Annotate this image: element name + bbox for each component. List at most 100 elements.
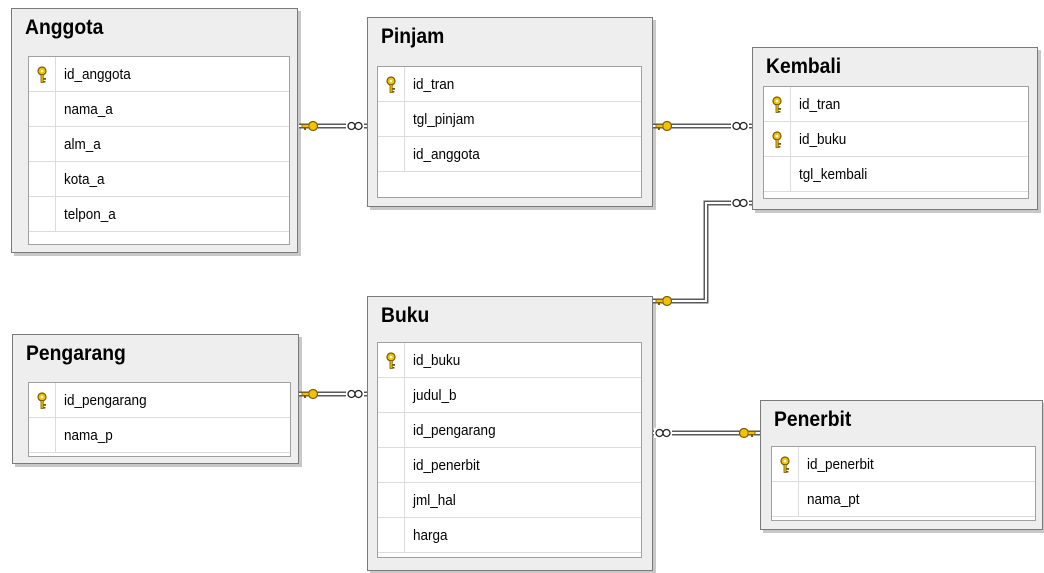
one-end-key-icon [655,295,673,307]
row-selector[interactable] [29,383,56,417]
relationship-line[interactable] [653,120,752,132]
row-selector[interactable] [378,102,405,136]
table-pengarang[interactable]: Pengarang id_pengarang nama_p [12,334,299,464]
column-row[interactable]: nama_pt [772,482,1035,517]
column-grid: id_tran tgl_pinjam id_anggota [377,66,642,198]
table-title: Kembali [766,55,842,78]
table-title: Buku [381,304,430,327]
column-grid: id_tran id_buku tgl_kembali [763,86,1029,199]
key-icon [780,456,790,473]
column-grid: id_pengarang nama_p [28,382,291,457]
key-icon [386,352,396,369]
one-end-key-icon [738,427,756,439]
column-row[interactable]: telpon_a [29,197,289,232]
many-end-infinity-icon [731,121,749,131]
one-end-key-icon [655,120,673,132]
table-buku[interactable]: Buku id_buku judul_b id_pengarang id_penerb… [367,296,653,571]
column-grid: id_penerbit nama_pt [771,446,1036,521]
column-name: nama_pt [807,491,860,508]
row-selector[interactable] [378,67,405,101]
column-row[interactable]: kota_a [29,162,289,197]
one-end-key-icon [301,388,319,400]
many-end-infinity-icon [346,121,364,131]
column-name: kota_a [64,171,105,188]
column-name: judul_b [413,387,457,404]
row-selector[interactable] [764,157,791,191]
column-row[interactable]: alm_a [29,127,289,162]
column-name: id_penerbit [413,457,480,474]
column-name: id_anggota [64,66,131,83]
table-pinjam[interactable]: Pinjam id_tran tgl_pinjam id_anggota [367,17,653,207]
one-end-key-icon [301,120,319,132]
column-name: id_anggota [413,146,480,163]
column-name: nama_p [64,427,113,444]
column-row[interactable]: harga [378,518,641,553]
column-row[interactable]: tgl_pinjam [378,102,641,137]
column-grid: id_anggota nama_a alm_a kota_a telpon_a [28,56,290,245]
column-name: id_buku [413,352,461,369]
key-icon [772,131,782,148]
many-end-infinity-icon [654,428,672,438]
relationship-line[interactable] [653,427,760,439]
column-row[interactable]: jml_hal [378,483,641,518]
row-selector[interactable] [29,57,56,91]
column-row[interactable]: id_buku [764,122,1028,157]
row-selector[interactable] [772,482,799,516]
row-selector[interactable] [772,447,799,481]
column-row[interactable]: judul_b [378,378,641,413]
table-title: Penerbit [774,408,852,431]
relationship-line[interactable] [653,198,752,307]
column-row[interactable]: id_pengarang [29,383,290,418]
table-title: Pinjam [381,25,445,48]
row-selector[interactable] [764,122,791,156]
row-selector[interactable] [29,127,56,161]
key-icon [386,76,396,93]
row-selector[interactable] [378,413,405,447]
row-selector[interactable] [764,87,791,121]
row-selector[interactable] [29,92,56,126]
column-name: id_pengarang [64,392,147,409]
relationship-line[interactable] [299,120,367,132]
row-selector[interactable] [378,378,405,412]
column-name: nama_a [64,101,113,118]
row-selector[interactable] [378,343,405,377]
column-row[interactable]: tgl_kembali [764,157,1028,192]
column-row[interactable]: id_buku [378,343,641,378]
column-row[interactable]: id_tran [764,87,1028,122]
column-name: id_tran [413,76,455,93]
table-kembali[interactable]: Kembali id_tran id_buku tgl_kembali [752,47,1038,210]
table-penerbit[interactable]: Penerbit id_penerbit nama_pt [760,400,1043,530]
column-name: alm_a [64,136,101,153]
row-selector[interactable] [29,197,56,231]
many-end-infinity-icon [731,198,749,208]
key-icon [37,66,47,83]
column-name: telpon_a [64,206,116,223]
column-row[interactable]: id_tran [378,67,641,102]
column-name: id_pengarang [413,422,496,439]
relationship-line[interactable] [299,388,367,400]
column-name: tgl_kembali [799,166,868,183]
table-title: Pengarang [26,342,126,365]
column-row[interactable]: id_anggota [29,57,289,92]
column-name: id_buku [799,131,847,148]
row-selector[interactable] [29,418,56,452]
row-selector[interactable] [378,448,405,482]
row-selector[interactable] [378,518,405,552]
column-row[interactable]: id_pengarang [378,413,641,448]
column-row[interactable]: nama_p [29,418,290,453]
key-icon [37,392,47,409]
column-name: id_penerbit [807,456,874,473]
column-row[interactable]: id_anggota [378,137,641,172]
row-selector[interactable] [378,137,405,171]
column-row[interactable]: nama_a [29,92,289,127]
row-selector[interactable] [29,162,56,196]
key-icon [772,96,782,113]
column-row[interactable]: id_penerbit [378,448,641,483]
column-row[interactable]: id_penerbit [772,447,1035,482]
row-selector[interactable] [378,483,405,517]
column-name: jml_hal [413,492,456,509]
